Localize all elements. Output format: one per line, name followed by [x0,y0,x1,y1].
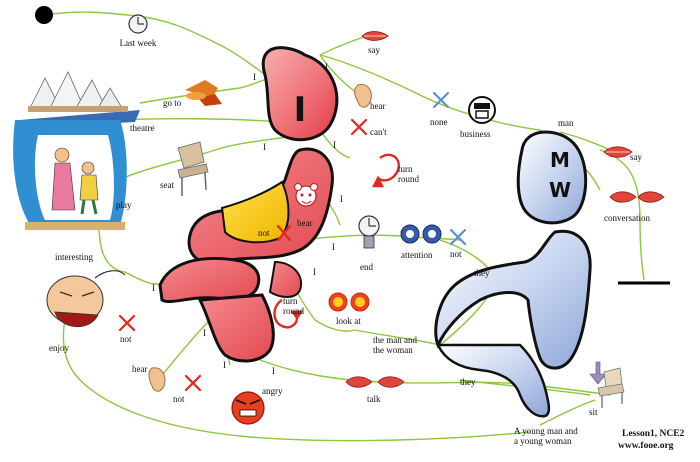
label-angry: angry [262,386,283,396]
not-cross-icon [118,314,136,332]
label-turn-round: turn round [398,164,419,184]
man-woman-figure [434,130,592,418]
speaker-figure [158,46,339,363]
label-i: I [203,328,206,338]
label-say: say [368,45,380,55]
man-letter-m: M [550,148,570,172]
clock-icon [128,14,148,34]
label-i: I [313,267,316,277]
label-i: I [223,360,226,370]
label-none: none [430,117,448,127]
label-they: they [474,268,490,278]
label-theatre: theatre [130,123,155,133]
footer-lesson: Lesson1, NCE2 [622,429,685,439]
label-i: I [253,72,256,82]
not-cross-icon [350,118,368,136]
label-sit: sit [589,407,598,417]
start-dot [35,6,53,24]
label-seat: seat [160,180,174,190]
label-young-man-and-woman: A young man and a young woman [514,426,578,446]
stage-play-scene [13,120,127,230]
not-cross-icon [184,374,202,392]
chair-icon [177,141,209,196]
label-attention: attention [401,250,433,260]
label-i: I [340,194,343,204]
label-i: I [332,242,335,252]
lips-icon [361,31,389,41]
turn-round-arrow-icon [372,153,400,188]
man-letter-w: W [548,178,572,202]
laughing-face-icon [46,270,126,328]
connector-lines [43,11,645,442]
eyes-icon [400,224,442,244]
label-not: not [258,228,270,238]
label-hear: hear [370,101,386,111]
lips-icon [603,146,633,158]
label-enjoy: enjoy [49,343,69,353]
label-not: not [450,249,462,259]
label-say: say [630,152,642,162]
footer-site: www.fooe.org [618,441,674,451]
label-bear: bear [297,218,313,228]
not-cross-icon [276,224,292,242]
label-not: not [173,394,185,404]
none-cross-icon [432,91,450,109]
look-at-eyes-icon [328,292,370,312]
not-cross-icon [449,228,467,246]
label-interesting: interesting [55,252,93,262]
label-i: I [263,142,266,152]
turn-round-arrow-icon [273,298,304,329]
label-i: I [272,366,275,376]
business-icon [468,96,496,124]
bear-icon [294,183,318,207]
label-play: play [116,200,132,210]
label-look-at: look at [336,316,361,326]
angry-face-icon [231,391,265,425]
speaker-i-mark: I [293,90,307,130]
label-business: business [460,129,491,139]
label-they: they [460,377,476,387]
ear-icon [148,367,166,392]
label-man: man [558,118,574,128]
sit-chair-icon [589,361,625,408]
label-turn-round: turn round [283,296,304,316]
lips-icon [345,376,405,388]
label-go-to: go to [163,98,182,108]
label-last-week: Last week [119,38,157,48]
label-conversation: conversation [604,213,650,223]
label-i: I [152,283,155,293]
label-not: not [120,334,132,344]
label-i: I [333,140,336,150]
lips-icon [609,191,665,203]
label-talk: talk [367,394,381,404]
ear-icon [354,83,372,108]
walking-feet-icon [185,80,222,106]
label-the-man-and-the-woman: the man and the woman [373,335,417,355]
label-cant: can't [370,127,387,137]
label-i: I [325,62,328,72]
label-end: end [360,262,373,272]
label-hear: hear [132,364,148,374]
end-clock-icon [358,215,380,249]
